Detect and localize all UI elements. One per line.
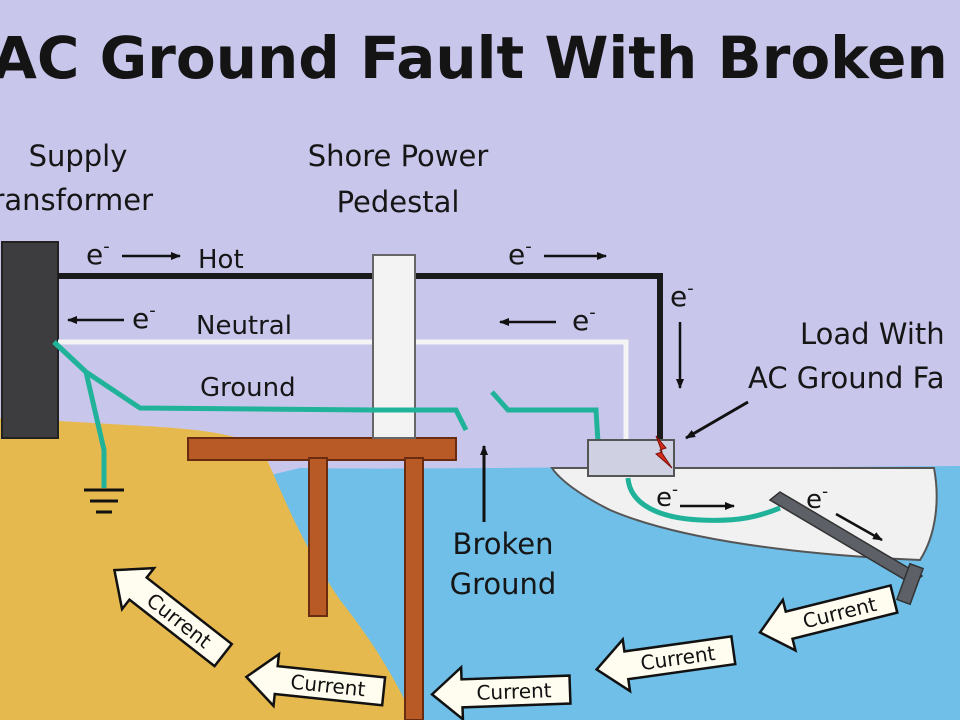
neutral-wire	[58, 339, 629, 442]
propeller-shaft	[768, 491, 924, 585]
earth-ground-icon	[84, 488, 124, 514]
electron-arrow-boat-2	[835, 512, 883, 542]
electron-hot-right: e-	[508, 236, 532, 271]
ground-label: Ground	[200, 373, 296, 403]
electron-boat-2: e-	[806, 482, 828, 515]
current-arrow-4: Current	[594, 634, 737, 694]
pedestal-label-2: Pedestal	[337, 185, 460, 219]
supply-transformer	[1, 241, 59, 439]
broken-ground-label-1: Broken	[453, 527, 554, 561]
dock-piling-right	[404, 457, 424, 720]
supply-transformer-label-2: Transformer	[0, 183, 153, 217]
neutral-label: Neutral	[196, 311, 292, 341]
load-label-2: AC Ground Fa	[748, 361, 944, 395]
shore-sand	[0, 418, 415, 720]
electron-hot-left: e-	[86, 236, 110, 271]
electron-hot-down: e-	[670, 278, 694, 313]
hot-wire	[58, 273, 663, 440]
load-label-1: Load With	[800, 317, 945, 351]
current-arrow-2: Current	[244, 651, 387, 709]
supply-transformer-label-1: Supply	[29, 139, 128, 173]
electron-neutral-right: e-	[572, 302, 596, 337]
ground-wire-inside-boat	[625, 477, 781, 523]
current-arrow-5: Current	[758, 583, 899, 653]
dock-piling-left	[308, 457, 328, 617]
diagram-title: AC Ground Fault With Broken Grou	[0, 24, 960, 92]
electron-neutral-left: e-	[132, 300, 156, 335]
hot-label: Hot	[198, 245, 244, 275]
ground-wire-shore	[52, 340, 469, 432]
current-label-3: Current	[476, 678, 552, 705]
load-fault-pointer-arrow	[685, 400, 749, 440]
fault-spark-icon	[655, 435, 673, 469]
shore-power-pedestal	[372, 254, 416, 439]
electron-boat-1: e-	[656, 480, 678, 513]
broken-ground-label-2: Ground	[450, 567, 557, 601]
propeller-strut	[895, 562, 925, 606]
dock-deck	[187, 437, 457, 461]
current-arrow-3: Current	[430, 664, 572, 720]
pedestal-label-1: Shore Power	[308, 139, 489, 173]
ground-wire-boat	[490, 390, 601, 443]
